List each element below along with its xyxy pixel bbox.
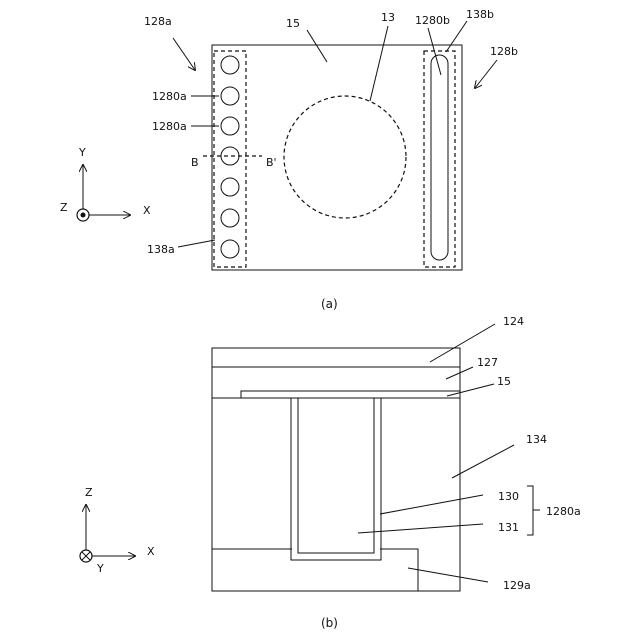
leader-131 [358, 524, 483, 533]
via-circle [221, 178, 239, 196]
leader-15 [307, 30, 327, 62]
label-138a: 138a [147, 243, 175, 256]
label-1280b: 1280b [415, 14, 450, 27]
label-131: 131 [498, 521, 519, 534]
label-128b: 128b [490, 45, 518, 58]
via-column-1280a [221, 56, 239, 258]
label-15-b: 15 [497, 375, 511, 388]
label-129a: 129a [503, 579, 531, 592]
region-13-circle [284, 96, 406, 218]
via-131-inner [298, 398, 374, 553]
label-15: 15 [286, 17, 300, 30]
label-127: 127 [477, 356, 498, 369]
leader-15-b [447, 384, 494, 396]
via-circle [221, 209, 239, 227]
label-1280a-b: 1280a [546, 505, 581, 518]
via-circle [221, 240, 239, 258]
panel-a: 128a 15 13 1280b 138b 128b 1280a 1280a B… [60, 8, 518, 311]
axis-label-x-b: X [147, 545, 155, 558]
label-section-b-prime: B' [266, 156, 277, 169]
label-1280a-mid: 1280a [152, 120, 187, 133]
caption-b: (b) [321, 616, 338, 630]
leader-128b [475, 60, 497, 88]
region-138a [214, 51, 246, 267]
label-134: 134 [526, 433, 547, 446]
via-circle [221, 56, 239, 74]
axes-indicator-a: Y Z X [60, 146, 151, 221]
axis-label-x: X [143, 204, 151, 217]
via-130-outer [291, 398, 381, 560]
axis-label-y-b: Y [96, 562, 104, 575]
via-circle [221, 117, 239, 135]
axis-label-z-b: Z [85, 486, 93, 499]
label-section-b: B [191, 156, 199, 169]
label-128a: 128a [144, 15, 172, 28]
region-129a-outline [212, 549, 418, 591]
leader-13 [370, 26, 388, 101]
via-circle [221, 87, 239, 105]
caption-a: (a) [321, 297, 338, 311]
bracket-1280a [527, 486, 540, 535]
label-1280a-top: 1280a [152, 90, 187, 103]
axis-label-z: Z [60, 201, 68, 214]
axis-label-y: Y [78, 146, 86, 159]
slot-1280b [431, 55, 448, 260]
region-138b [424, 51, 455, 267]
z-axis-dot [81, 213, 86, 218]
label-13: 13 [381, 11, 395, 24]
label-130: 130 [498, 490, 519, 503]
leader-130 [380, 495, 483, 514]
leader-134 [452, 445, 514, 478]
leader-128a [173, 38, 195, 70]
panel-b: 124 127 15 134 130 131 1280a 129a Z X Y … [80, 315, 581, 630]
body-outline [212, 348, 460, 591]
label-124: 124 [503, 315, 524, 328]
leader-129a [408, 568, 488, 582]
via-circle [221, 147, 239, 165]
label-138b: 138b [466, 8, 494, 21]
layer-15-plate [241, 391, 460, 398]
leader-138a [178, 240, 215, 247]
axes-indicator-b: Z X Y [80, 486, 155, 575]
